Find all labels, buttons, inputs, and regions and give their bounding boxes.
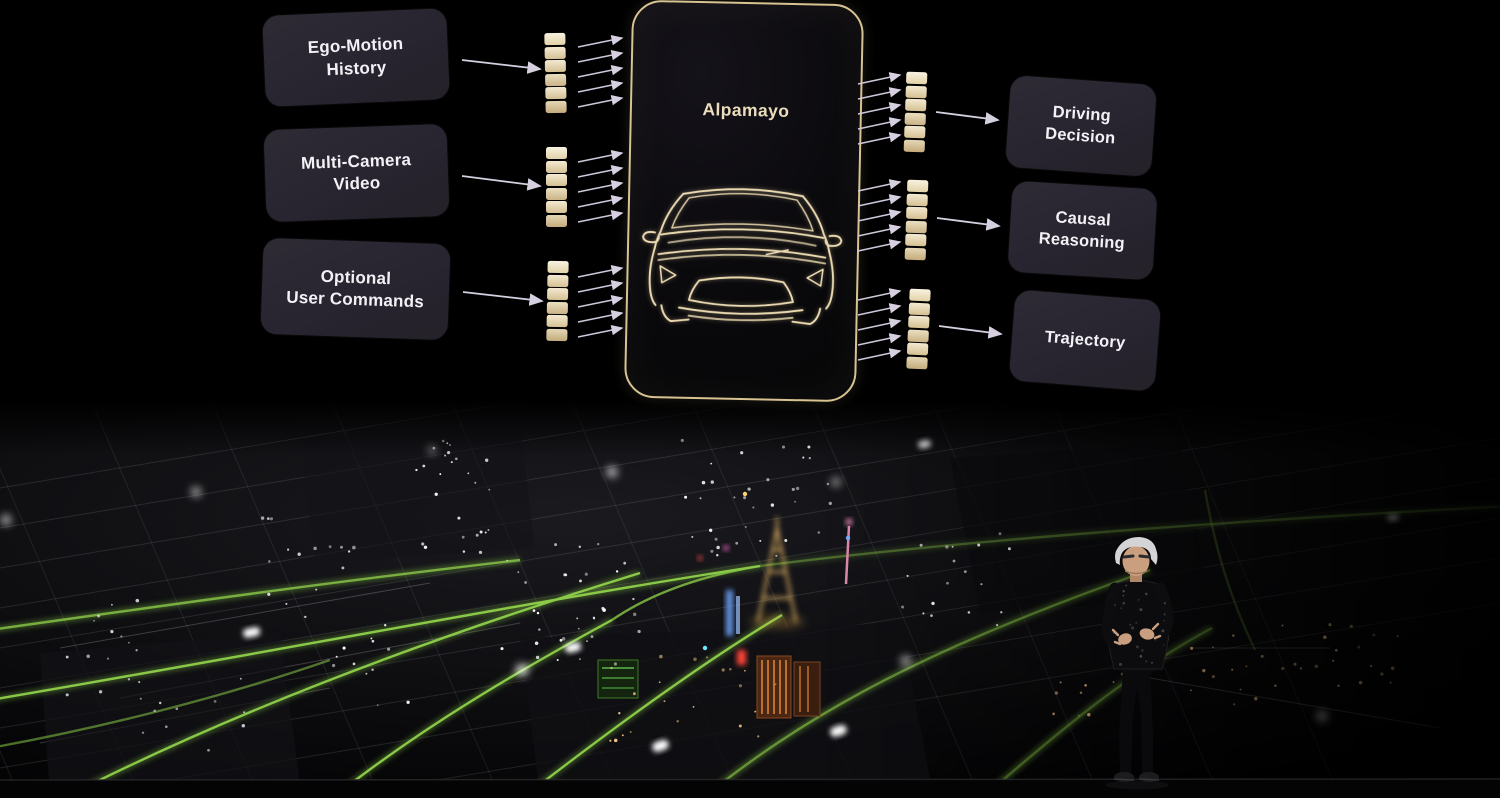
top-fade bbox=[0, 398, 1500, 798]
presenter-arm-right bbox=[1154, 582, 1174, 641]
presenter-hair bbox=[1115, 537, 1158, 565]
car-front-outline-icon bbox=[642, 188, 843, 326]
output-box-trajectory: Trajectory bbox=[1008, 289, 1162, 392]
blue-neon-building-2 bbox=[736, 596, 740, 634]
input-box-ego-motion-history: Ego-Motion History bbox=[262, 8, 450, 107]
city-blocks bbox=[40, 426, 1210, 796]
output-token-stack-2 bbox=[904, 179, 929, 260]
presenter bbox=[1101, 537, 1174, 790]
input-token-stack-3 bbox=[546, 260, 569, 341]
alpamayo-model-panel: Alpamayo bbox=[623, 0, 865, 403]
green-lit-building bbox=[597, 659, 639, 699]
presenter-chin bbox=[1124, 570, 1148, 575]
input-token-stack-2 bbox=[546, 147, 567, 227]
output-box-driving-decision: Driving Decision bbox=[1004, 75, 1158, 177]
shoe-soles bbox=[1113, 778, 1160, 781]
presenter-glasses bbox=[1122, 554, 1151, 559]
blue-neon-building bbox=[726, 590, 733, 636]
input-box-multi-camera-video: Multi-Camera Video bbox=[263, 123, 450, 223]
presenter-face bbox=[1122, 546, 1150, 576]
presenter-shadow bbox=[1105, 780, 1169, 790]
tower-lights bbox=[844, 518, 853, 585]
output-box-causal-reasoning: Causal Reasoning bbox=[1007, 180, 1158, 281]
input-token-stack-1 bbox=[544, 32, 567, 113]
street-grid bbox=[0, 398, 1500, 798]
neon-strip-cluster bbox=[597, 491, 853, 719]
building-window-lights bbox=[65, 438, 1399, 752]
output-token-stack-3 bbox=[906, 288, 931, 369]
model-name-label: Alpamayo bbox=[702, 99, 790, 121]
presenter-pants bbox=[1119, 667, 1153, 773]
presenter-arm-left bbox=[1101, 582, 1121, 647]
stage-front-edge bbox=[0, 780, 1500, 798]
output-token-stack-1 bbox=[903, 71, 928, 152]
copper-building bbox=[756, 655, 792, 719]
cars-on-roads bbox=[243, 439, 1400, 753]
highway-network bbox=[0, 489, 1500, 798]
city-map-diorama bbox=[0, 398, 1500, 798]
presenter-neck bbox=[1130, 572, 1142, 582]
copper-building-2 bbox=[793, 661, 821, 717]
red-neon-building bbox=[737, 650, 746, 665]
right-fade bbox=[0, 398, 1500, 798]
input-box-optional-user-commands: Optional User Commands bbox=[260, 237, 451, 341]
presenter-hands bbox=[1111, 622, 1162, 646]
map-base bbox=[0, 398, 1500, 798]
eiffel-tower bbox=[757, 517, 797, 623]
